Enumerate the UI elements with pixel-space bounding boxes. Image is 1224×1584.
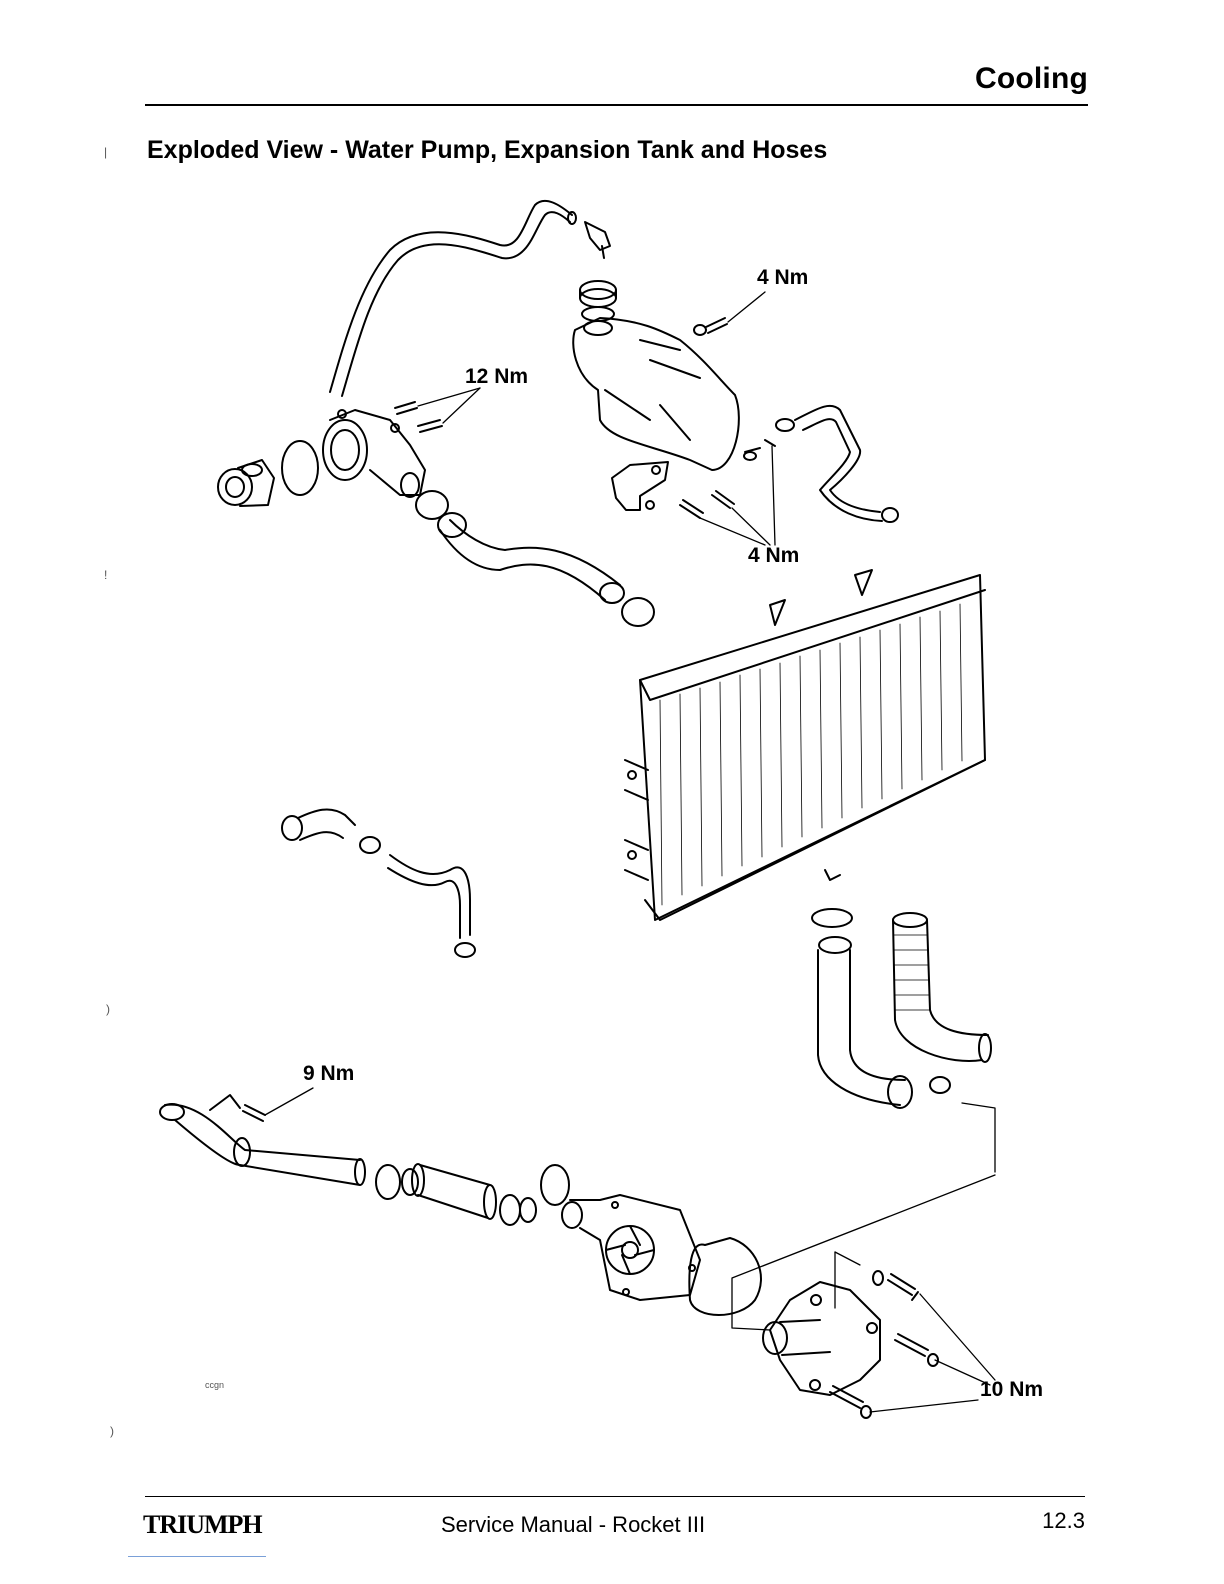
- pump-cover: [763, 1282, 880, 1395]
- tank-top-bolt: [694, 318, 727, 335]
- triumph-logo: TRIUMPH: [143, 1510, 262, 1540]
- diagram-reference-code: ccgn: [205, 1380, 224, 1390]
- small-bypass-hose: [282, 809, 475, 957]
- pump-o-ring: [541, 1165, 569, 1205]
- bottom-link-line: [128, 1556, 266, 1557]
- overflow-hose: [776, 406, 898, 522]
- radiator: [625, 570, 985, 920]
- radiator-core: [660, 604, 962, 905]
- top-radiator-hose: [416, 491, 654, 626]
- torque-label-thermostat-housing: 12 Nm: [465, 365, 528, 389]
- page-number: 12.3: [1042, 1508, 1085, 1534]
- torque-label-pump-cover: 10 Nm: [980, 1378, 1043, 1402]
- corrugated-hose-ribs: [894, 935, 930, 1010]
- torque-label-tank-top: 4 Nm: [757, 266, 808, 290]
- expansion-tank-cap: [580, 281, 616, 321]
- water-pump: [562, 1195, 700, 1300]
- expansion-tank: [573, 318, 739, 470]
- pump-cover-gasket: [689, 1238, 761, 1315]
- coolant-pipe: [160, 1095, 365, 1185]
- pipe-bolt: [243, 1105, 265, 1121]
- pump-cover-leader-lines: [870, 1294, 995, 1412]
- tank-bracket: [612, 462, 668, 510]
- thermostat-housing: [323, 410, 425, 497]
- pump-cover-bolts: [830, 1271, 938, 1418]
- bracket-bolts: [680, 440, 775, 518]
- torque-label-tank-bracket: 4 Nm: [748, 544, 799, 568]
- footer-manual-title: Service Manual - Rocket III: [441, 1512, 705, 1538]
- thermostat: [218, 460, 274, 506]
- housing-leader-lines: [418, 388, 480, 423]
- footer-rule: [145, 1496, 1085, 1497]
- thermostat-o-ring: [282, 441, 318, 495]
- hose-clamp: [500, 1195, 536, 1225]
- breather-fitting: [585, 222, 610, 258]
- torque-label-pipe-bolt: 9 Nm: [303, 1062, 354, 1086]
- breather-hose: [330, 201, 576, 396]
- connecting-hose: [412, 1164, 496, 1219]
- assembly-guide-lines: [732, 1103, 995, 1330]
